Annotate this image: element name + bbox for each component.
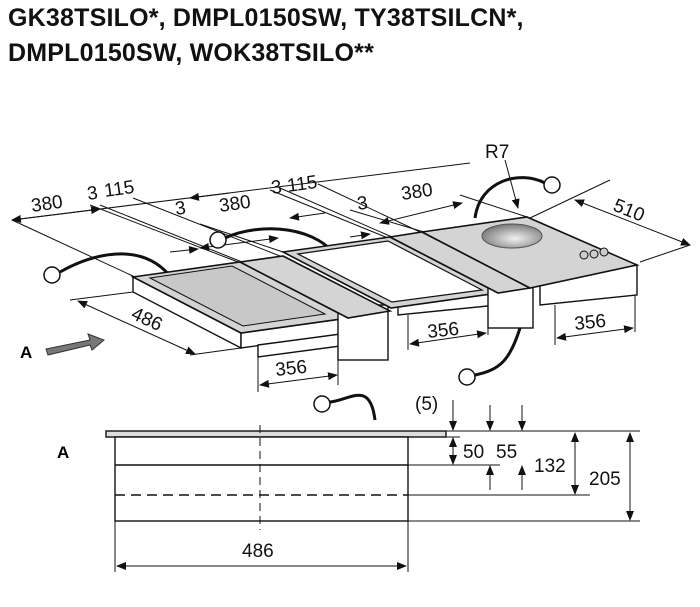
- dim-cutout-1: 356: [274, 357, 308, 381]
- view-marker-top: A: [20, 343, 32, 362]
- module-griddle: [130, 261, 351, 358]
- dim-side-55: 55: [496, 442, 517, 463]
- dim-gap-side: (5): [415, 394, 438, 415]
- dim-width-1: 380: [30, 192, 64, 217]
- module-wok: [419, 216, 640, 306]
- module-connector-1: [237, 255, 393, 361]
- dim-side-205: 205: [589, 469, 621, 490]
- title-line-2: DMPL0150SW, WOK38TSILO**: [8, 39, 374, 67]
- dim-gap-4: 3: [356, 193, 369, 215]
- dim-side-depth: 486: [242, 541, 274, 562]
- dim-width-3: 380: [218, 192, 252, 217]
- dim-depth-wok: 510: [610, 195, 647, 226]
- view-arrow-icon: [45, 333, 105, 356]
- dim-depth-total: 486: [128, 303, 166, 335]
- dim-cutout-3: 356: [573, 311, 607, 335]
- plug-icon: [43, 176, 561, 413]
- width-dimension-line: [11, 162, 528, 278]
- title-line-1: GK38TSILO*, DMPL0150SW, TY38TSILCN*,: [8, 4, 524, 32]
- dim-side-132: 132: [534, 456, 566, 477]
- dim-side-50: 50: [463, 442, 484, 463]
- dim-gap-1: 3: [86, 183, 99, 205]
- dim-gap-3: 3: [270, 177, 283, 199]
- side-view: [105, 400, 640, 572]
- dim-cutout-2: 356: [426, 319, 460, 343]
- dim-width-2: 115: [103, 177, 136, 202]
- dim-width-4: 115: [286, 172, 319, 197]
- dim-width-5: 380: [400, 180, 434, 205]
- view-marker-side: A: [57, 443, 69, 462]
- dim-radius: R7: [485, 142, 509, 163]
- dim-gap-2: 3: [174, 198, 187, 220]
